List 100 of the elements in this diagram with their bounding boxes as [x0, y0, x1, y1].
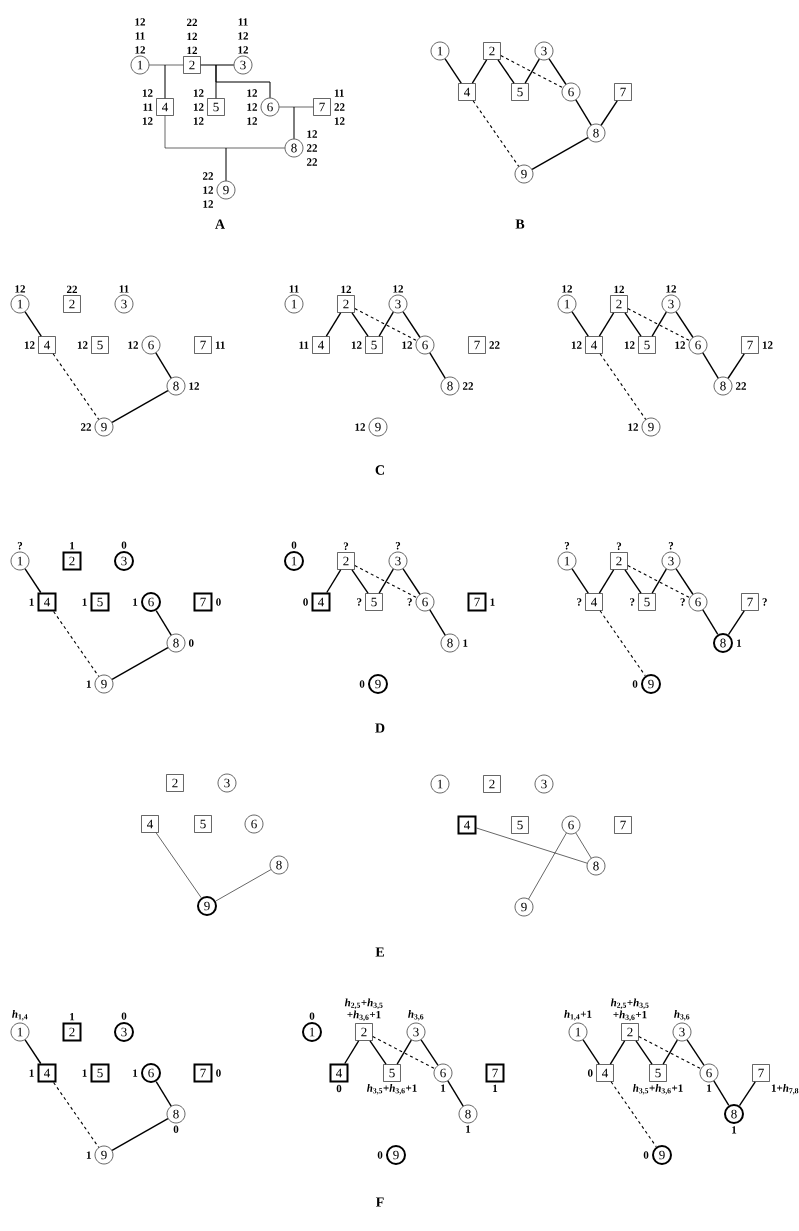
circle-node: 8	[166, 633, 186, 653]
circle-node: 8	[166, 1104, 186, 1124]
connector-line	[155, 832, 202, 899]
connector-line	[325, 312, 342, 337]
panel-letter: B	[515, 219, 525, 229]
square-node: 5	[90, 592, 110, 612]
node-annotation: 22	[489, 341, 500, 349]
square-node: 7	[752, 1064, 770, 1082]
circle-node: 9	[641, 417, 661, 437]
connector-line	[675, 568, 694, 595]
square-node: 4	[457, 815, 477, 835]
node-annotation: h$_{3,5}$+h$_{3,6}$+1	[366, 1084, 417, 1095]
node-annotation: h$_{2,5}$+h$_{3,5}$ +h$_{3,6}$+1	[610, 998, 649, 1021]
circle-node: 1	[568, 1022, 588, 1042]
connector-line	[378, 568, 394, 594]
square-node: 7	[741, 336, 759, 354]
node-annotation: 0	[309, 1012, 315, 1020]
dashed-line	[52, 353, 100, 420]
node-annotation: 12	[24, 341, 35, 349]
connector-line	[531, 136, 589, 171]
node-annotation: 0	[216, 1069, 221, 1077]
node-annotation: 22	[306, 144, 317, 152]
square-node: 7	[467, 592, 487, 612]
square-node: 4	[311, 592, 331, 612]
node-annotation: 22	[306, 158, 317, 166]
dashed-line	[599, 610, 646, 677]
node-annotation: 12	[193, 117, 204, 125]
node-annotation: ?	[17, 542, 23, 550]
circle-node: 1	[284, 294, 304, 314]
circle-node: 6	[141, 592, 161, 612]
circle-node: 1	[10, 294, 30, 314]
node-annotation: 12	[135, 46, 145, 54]
connector-line	[600, 100, 618, 126]
node-annotation: 1	[463, 639, 468, 647]
connector-line	[598, 569, 615, 594]
node-annotation: 11	[334, 89, 344, 97]
connector-line	[738, 1081, 756, 1107]
node-annotation: 1	[70, 542, 75, 550]
connector-line	[326, 569, 342, 594]
circle-node: 8	[586, 123, 606, 143]
dashed-line	[599, 353, 647, 420]
connector-line	[378, 311, 394, 337]
node-annotation: ?	[616, 542, 622, 550]
node-annotation: 1	[707, 1084, 712, 1092]
circle-node: 8	[166, 376, 186, 396]
square-node: 4	[585, 336, 603, 354]
connector-line	[111, 1117, 169, 1152]
circle-node: 3	[661, 551, 681, 571]
node-annotation: h$_{3,6}$	[674, 1010, 690, 1021]
node-annotation: 12	[571, 341, 582, 349]
node-annotation: ?	[668, 542, 674, 550]
circle-node: 3	[114, 551, 134, 571]
node-annotation: 12	[15, 285, 25, 293]
node-annotation: 12	[187, 32, 197, 40]
circle-node: 6	[260, 97, 280, 117]
circle-node: 3	[406, 1022, 426, 1042]
node-annotation: 12	[128, 341, 138, 349]
circle-node: 3	[217, 773, 237, 793]
square-node: 4	[141, 815, 159, 833]
connector-line	[164, 64, 184, 99]
connector-line	[528, 832, 567, 900]
circle-node: 3	[661, 294, 681, 314]
connector-line	[497, 59, 515, 84]
node-annotation: ?	[762, 598, 767, 606]
circle-node: 3	[388, 551, 408, 571]
panel-letter: A	[215, 219, 225, 229]
circle-node: 9	[386, 1145, 406, 1165]
node-annotation: ?	[577, 598, 582, 606]
circle-node: 6	[244, 814, 264, 834]
circle-node: 9	[94, 1145, 114, 1165]
node-annotation: 11	[119, 285, 129, 293]
node-annotation: 12	[624, 341, 635, 349]
connector-line	[429, 352, 446, 379]
connector-line	[215, 869, 272, 902]
square-node: 2	[621, 1023, 639, 1041]
node-annotation: 1	[493, 1084, 498, 1092]
connector-line	[548, 58, 567, 85]
node-annotation: ?	[680, 598, 685, 606]
connector-line	[225, 147, 285, 181]
circle-node: 3	[114, 1022, 134, 1042]
node-annotation: 22	[462, 382, 473, 390]
dashed-line	[53, 1081, 100, 1148]
circle-node: 6	[561, 82, 581, 102]
node-annotation: 12	[351, 341, 362, 349]
circle-node: 8	[458, 1104, 478, 1124]
circle-node: 8	[713, 633, 733, 653]
node-annotation: h$_{1,4}$	[12, 1010, 28, 1021]
node-annotation: 22	[66, 285, 77, 293]
square-node: 2	[63, 295, 81, 313]
connector-line	[429, 609, 446, 636]
circle-node: 1	[10, 1022, 30, 1042]
square-node: 4	[312, 336, 330, 354]
node-annotation: h$_{1,4}$+1	[564, 1010, 592, 1021]
node-annotation: h$_{2,5}$+h$_{3,5}$ +h$_{3,6}$+1	[344, 998, 383, 1021]
circle-node: 1	[430, 774, 450, 794]
square-node: 7	[485, 1063, 505, 1083]
connector-line	[447, 1080, 464, 1107]
node-annotation: 0	[359, 680, 365, 688]
node-annotation: 0	[216, 598, 221, 606]
node-annotation: 0	[643, 1151, 649, 1159]
